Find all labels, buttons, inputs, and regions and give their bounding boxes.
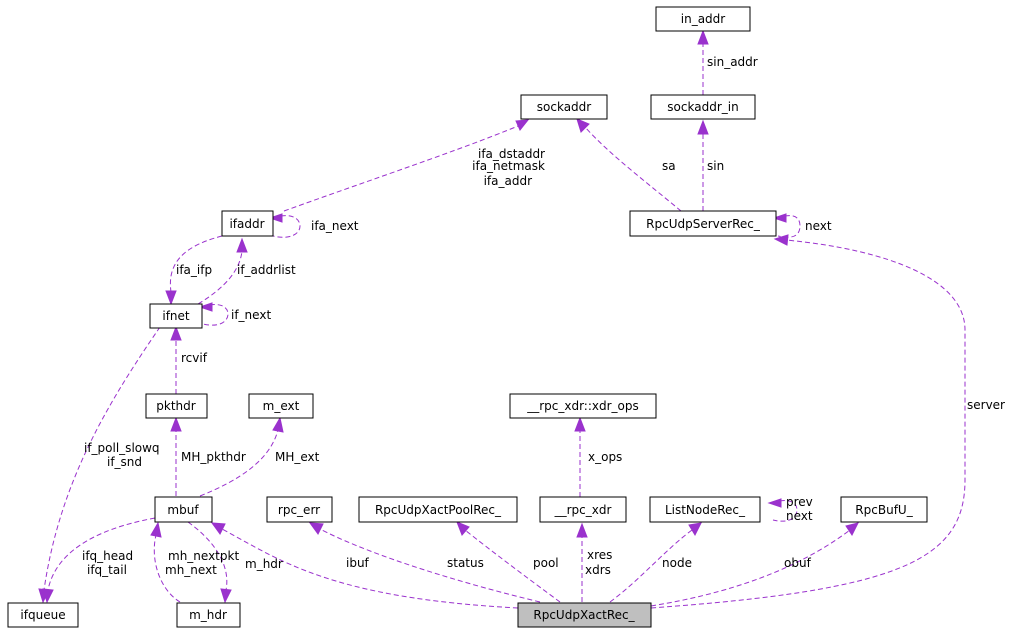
- label-rcvif: rcvif: [181, 351, 208, 365]
- label-next-list: next: [786, 509, 813, 523]
- label-xres: xres: [587, 548, 612, 562]
- edge-mh-ext: [199, 416, 284, 497]
- node-m-hdr[interactable]: m_hdr: [176, 602, 241, 628]
- node-rpcudpxactrec[interactable]: RpcUdpXactRec_: [517, 602, 652, 628]
- label-if-addrlist: if_addrlist: [237, 263, 296, 277]
- label-if-snd: if_snd: [107, 455, 142, 469]
- label-xdrs: xdrs: [585, 563, 611, 577]
- node-rpc-xdr-ops-label: __rpc_xdr::xdr_ops: [526, 399, 639, 413]
- label-mh-nextpkt: mh_nextpkt: [168, 549, 239, 563]
- label-pool: pool: [533, 556, 559, 570]
- node-m-ext[interactable]: m_ext: [248, 393, 314, 419]
- node-sockaddr[interactable]: sockaddr: [520, 94, 608, 120]
- node-pkthdr[interactable]: pkthdr: [145, 393, 208, 419]
- edge-xres-xdrs: [576, 522, 588, 602]
- node-mbuf[interactable]: mbuf: [154, 496, 213, 523]
- node-ifnet[interactable]: ifnet: [149, 303, 203, 329]
- edge-mh-pkthdr: [170, 416, 182, 496]
- node-listnoderec[interactable]: ListNodeRec_: [649, 496, 761, 523]
- label-next-server: next: [805, 219, 832, 233]
- node-rpcudpserverrec[interactable]: RpcUdpServerRec_: [629, 210, 777, 237]
- node-rpc-xdr-label: __rpc_xdr: [554, 503, 612, 517]
- edge-status: [308, 522, 541, 603]
- node-rpcudpxactpoolrec[interactable]: RpcUdpXactPoolRec_: [358, 496, 518, 523]
- edge-mbuf-to-ifqueue: [42, 517, 156, 604]
- node-rpc-xdr[interactable]: __rpc_xdr: [539, 496, 627, 523]
- node-in-addr[interactable]: in_addr: [655, 6, 751, 32]
- label-if-next: if_next: [231, 308, 271, 322]
- label-obuf: obuf: [784, 556, 812, 570]
- node-rpcbufu-label: RpcBufU_: [855, 503, 913, 517]
- node-sockaddr-in[interactable]: sockaddr_in: [650, 94, 756, 120]
- node-rpc-xdr-ops[interactable]: __rpc_xdr::xdr_ops: [509, 393, 657, 419]
- label-ibuf: ibuf: [346, 556, 370, 570]
- label-ifq-tail: ifq_tail: [87, 563, 127, 577]
- edge-server: [650, 234, 966, 609]
- node-pkthdr-label: pkthdr: [156, 399, 195, 413]
- label-server: server: [967, 398, 1005, 412]
- node-rpcudpxactrec-label: RpcUdpXactRec_: [533, 608, 635, 622]
- node-ifnet-label: ifnet: [162, 309, 190, 323]
- edge-sin: [697, 119, 709, 211]
- label-node: node: [662, 556, 692, 570]
- label-ifa-netmask: ifa_netmask: [472, 159, 545, 173]
- node-sockaddr-in-label: sockaddr_in: [667, 100, 738, 114]
- edge-if-addrlist: [197, 237, 248, 305]
- node-in-addr-label: in_addr: [681, 12, 726, 26]
- label-m-hdr: m_hdr: [245, 557, 283, 571]
- edge-server-next: [772, 213, 801, 238]
- label-mh-pkthdr: MH_pkthdr: [181, 450, 246, 464]
- edge-sin-addr: [697, 29, 709, 95]
- node-mbuf-label: mbuf: [167, 503, 199, 517]
- node-listnoderec-label: ListNodeRec_: [665, 503, 746, 517]
- node-rpc-err[interactable]: rpc_err: [266, 496, 333, 523]
- node-m-ext-label: m_ext: [263, 399, 300, 413]
- label-mh-ext: MH_ext: [275, 450, 320, 464]
- edge-node: [609, 522, 702, 603]
- node-rpcudpxactpoolrec-label: RpcUdpXactPoolRec_: [375, 503, 502, 517]
- edge-m-hdr: [187, 521, 232, 604]
- label-sin: sin: [707, 159, 724, 173]
- edge-rcvif: [170, 325, 182, 394]
- label-sa: sa: [662, 159, 676, 173]
- edge-ifaddr-to-sockaddr: [283, 119, 530, 212]
- edge-sa: [576, 118, 682, 212]
- label-ifq-head: ifq_head: [82, 549, 133, 563]
- label-ifa-dstaddr: ifa_dstaddr: [478, 147, 545, 161]
- edge-mh-nextpkt: [150, 521, 181, 603]
- label-sin-addr: sin_addr: [707, 55, 758, 69]
- label-x-ops: x_ops: [588, 450, 622, 464]
- label-ifa-next: ifa_next: [311, 219, 359, 233]
- node-ifqueue[interactable]: ifqueue: [7, 602, 79, 628]
- edge-x-ops: [574, 416, 586, 497]
- node-rpc-err-label: rpc_err: [278, 503, 320, 517]
- edge-ifa-ifp: [165, 235, 223, 306]
- label-status: status: [447, 556, 484, 570]
- edge-ifa-next: [268, 213, 301, 238]
- node-ifqueue-label: ifqueue: [20, 608, 65, 622]
- label-if-poll-slowq: if_poll_slowq: [84, 441, 160, 455]
- label-mh-next: mh_next: [165, 563, 217, 577]
- edge-pool: [456, 521, 561, 603]
- label-ifa-addr: ifa_addr: [484, 174, 533, 188]
- label-ifa-ifp: ifa_ifp: [176, 263, 212, 277]
- edge-obuf: [650, 522, 859, 607]
- node-rpcudpserverrec-label: RpcUdpServerRec_: [646, 217, 761, 231]
- node-sockaddr-label: sockaddr: [537, 100, 592, 114]
- label-prev: prev: [786, 495, 813, 509]
- node-ifaddr[interactable]: ifaddr: [221, 210, 274, 237]
- node-ifaddr-label: ifaddr: [229, 217, 264, 231]
- node-rpcbufu[interactable]: RpcBufU_: [840, 496, 928, 523]
- edge-if-next: [198, 302, 229, 326]
- edge-ibuf: [210, 522, 519, 609]
- node-m-hdr-label: m_hdr: [189, 608, 227, 622]
- edge-list-prev-next: [767, 498, 798, 522]
